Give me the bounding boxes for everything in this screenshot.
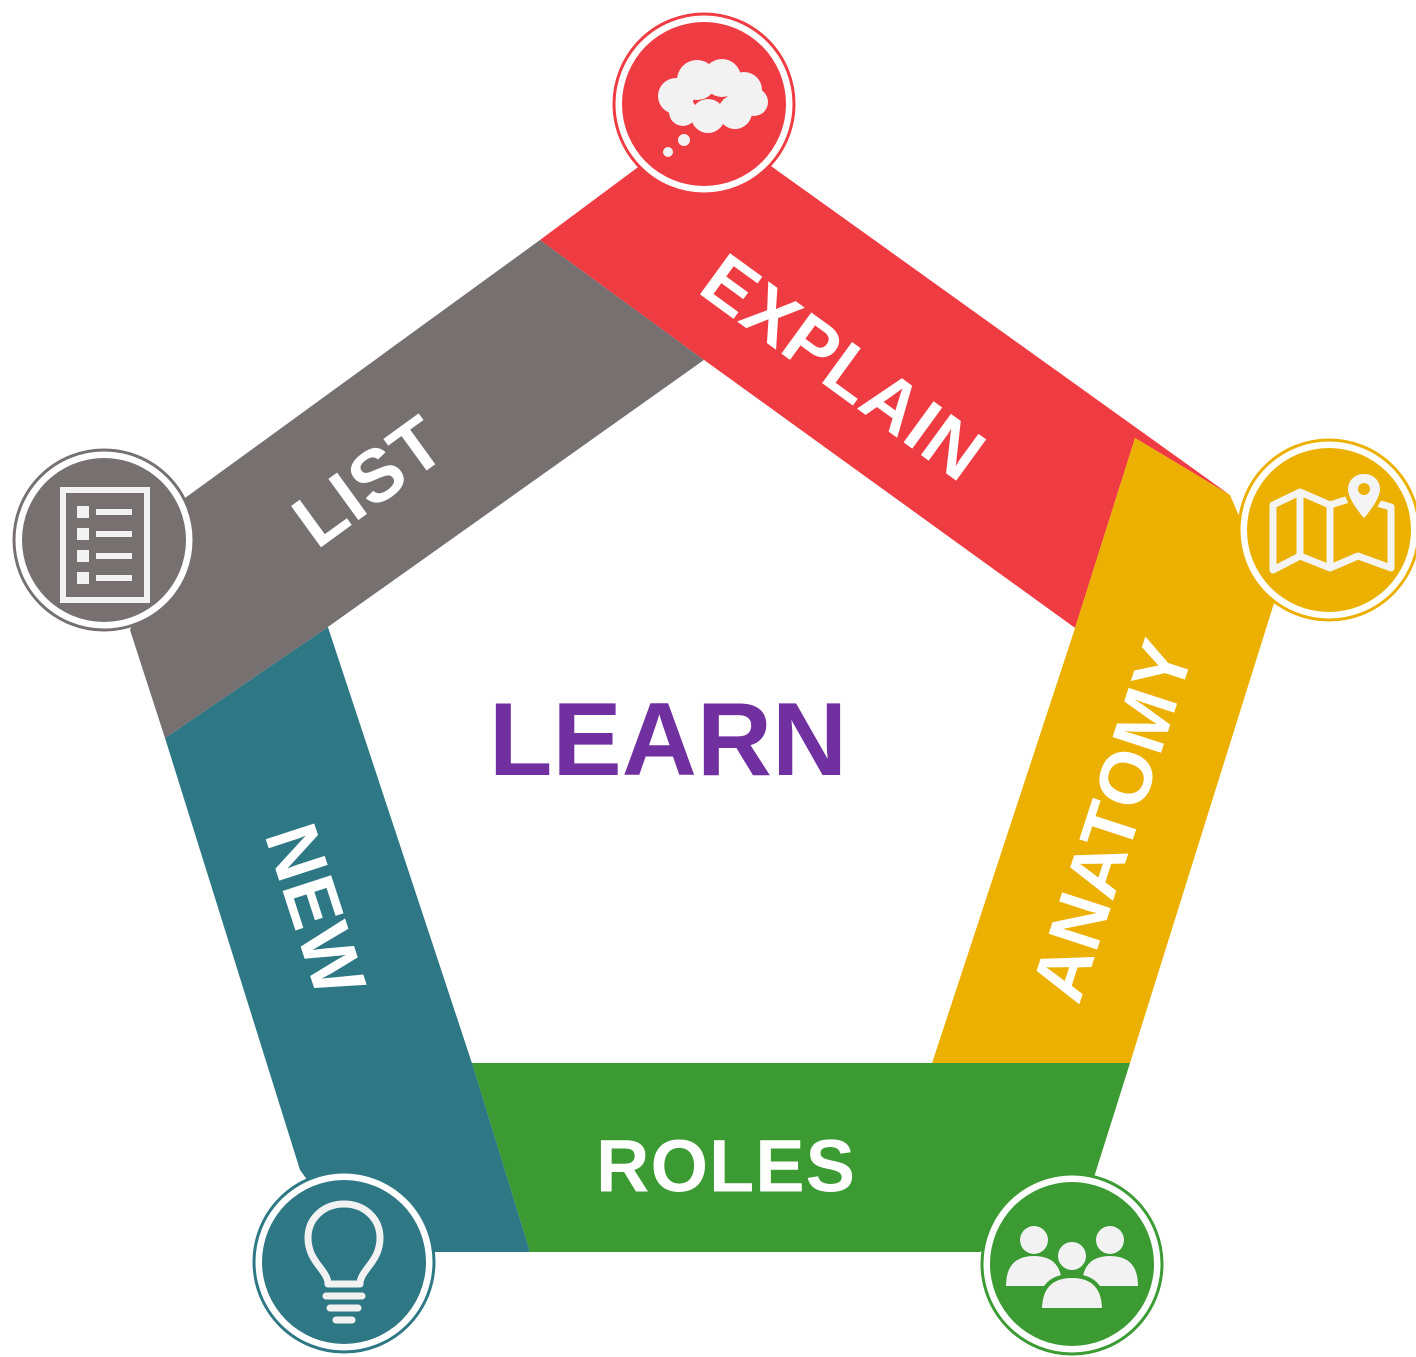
inner-pentagon xyxy=(328,360,1075,1063)
roles-label: ROLES xyxy=(596,1125,856,1208)
list-document-icon xyxy=(12,448,196,632)
people-group-icon xyxy=(980,1172,1164,1356)
lightbulb-icon xyxy=(252,1170,436,1354)
explain-band xyxy=(540,118,1230,628)
list-band xyxy=(130,240,704,738)
roles-band xyxy=(472,1063,1130,1252)
new-band xyxy=(165,627,530,1252)
thought-cloud-icon xyxy=(612,12,796,196)
anatomy-band xyxy=(932,438,1275,1063)
center-title: LEARN xyxy=(489,682,847,798)
map-pin-icon xyxy=(1237,438,1416,622)
